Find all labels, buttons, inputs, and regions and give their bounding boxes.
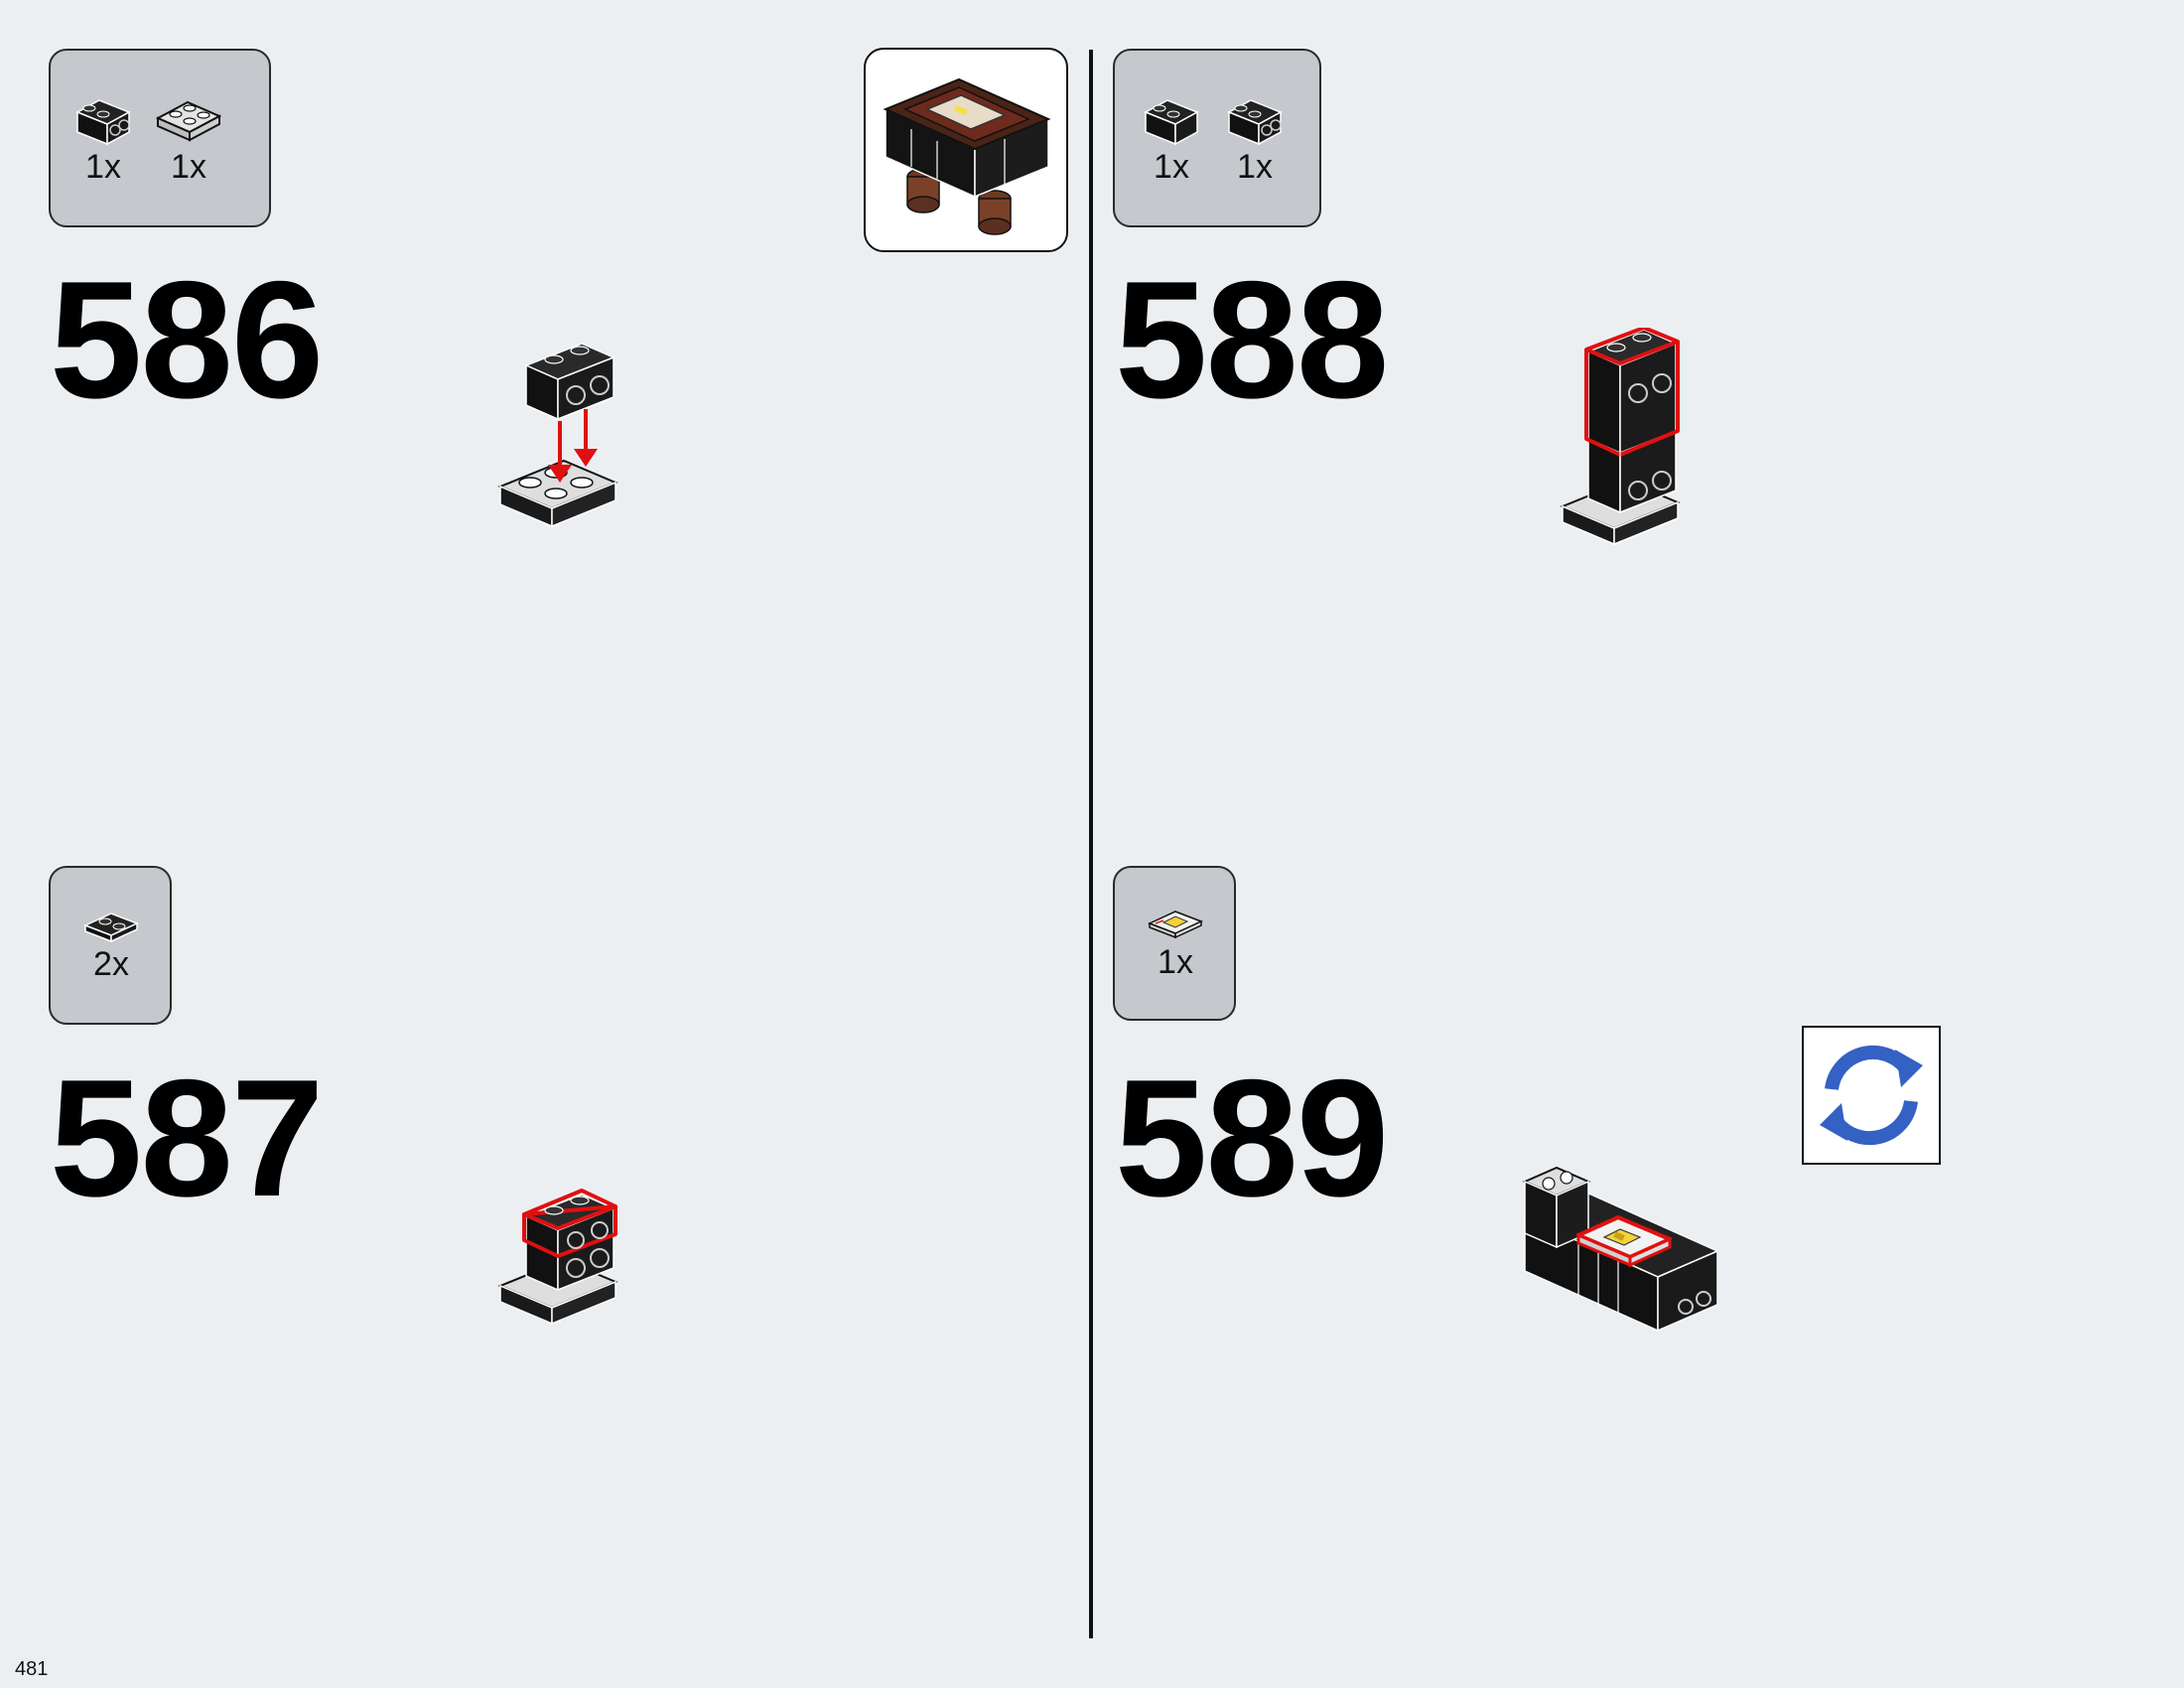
submodel-preview <box>864 48 1068 252</box>
parts-box-step-589: 1x <box>1113 866 1236 1021</box>
parts-box-step-588: 1x 1x <box>1113 49 1321 227</box>
plate-2x2-light-gray-icon <box>155 100 222 142</box>
printed-tile-1x2-icon <box>1148 911 1203 939</box>
submodel-preview-icon <box>883 77 1051 235</box>
assembly-step-587 <box>496 1187 625 1331</box>
assembly-step-588 <box>1559 326 1688 556</box>
assembly-step-589 <box>1519 1162 1719 1340</box>
parts-box-step-587: 2x <box>49 866 172 1025</box>
step-number: 588 <box>1115 246 1389 433</box>
rotate-model-indicator <box>1802 1026 1941 1165</box>
part-quantity: 1x <box>171 148 206 186</box>
part-quantity: 1x <box>1237 148 1273 186</box>
part-quantity: 1x <box>1154 148 1189 186</box>
plate-1x2-black-icon <box>83 913 139 943</box>
assembly-step-586 <box>496 338 625 541</box>
step-number: 587 <box>50 1045 324 1231</box>
brick-1x2-with-side-studs-icon <box>75 99 131 146</box>
part-quantity: 1x <box>1158 943 1193 981</box>
page-number: 481 <box>15 1658 49 1680</box>
parts-box-step-586: 1x 1x <box>49 49 271 227</box>
brick-1x2-with-side-studs-icon <box>1227 99 1283 146</box>
part-item: 1x <box>154 88 223 187</box>
part-quantity: 1x <box>85 148 121 186</box>
part-item: 1x <box>1137 88 1206 187</box>
step-number: 586 <box>50 246 324 433</box>
brick-1x2-black-icon <box>1144 99 1199 146</box>
part-item: 2x <box>76 904 146 984</box>
rotate-model-icon <box>1820 1045 1923 1146</box>
part-quantity: 2x <box>93 945 129 983</box>
part-item: 1x <box>1141 902 1210 982</box>
part-item: 1x <box>1220 88 1290 187</box>
step-number: 589 <box>1115 1045 1389 1231</box>
part-item: 1x <box>68 88 138 187</box>
column-divider <box>1089 50 1093 1638</box>
